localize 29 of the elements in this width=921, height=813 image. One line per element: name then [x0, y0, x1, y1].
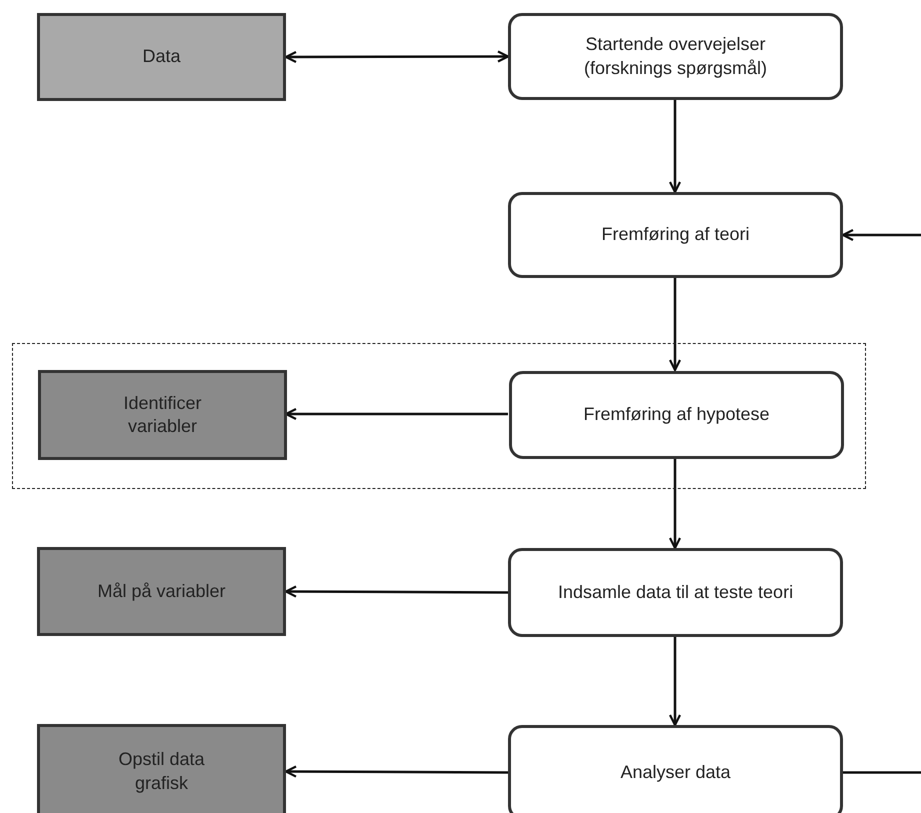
- arrow: [668, 458, 682, 550]
- arrow: [284, 408, 508, 420]
- box-label: Opstil data grafisk: [117, 748, 206, 795]
- box-label: Analyser data: [619, 760, 732, 784]
- box-label: Startende overvejelser (forsknings spørgsmål): [582, 33, 768, 80]
- arrow: [668, 278, 682, 372]
- arrow: [284, 765, 508, 778]
- process-box: [509, 371, 844, 459]
- box-label: Identificer variabler: [122, 392, 203, 438]
- process-box: [508, 13, 843, 100]
- dashed-group-box: [12, 343, 866, 489]
- arrow: [284, 585, 508, 598]
- arrow: [842, 228, 921, 242]
- data-box: [37, 13, 286, 101]
- data-box: [38, 370, 287, 460]
- process-box: [508, 548, 843, 637]
- connector-line: [843, 771, 921, 774]
- box-label: Mål på variabler: [96, 580, 227, 603]
- arrow: [668, 637, 682, 726]
- box-label: Indsamle data til at teste teori: [556, 580, 794, 604]
- box-label: Fremføring af teori: [600, 223, 751, 246]
- process-box: [508, 725, 843, 813]
- box-label: Fremføring af hypotese: [582, 403, 771, 426]
- box-label: Data: [141, 45, 182, 68]
- data-box: [37, 724, 286, 813]
- arrow: [284, 50, 510, 64]
- data-box: [37, 547, 286, 636]
- process-box: [508, 192, 843, 278]
- arrow: [668, 100, 682, 194]
